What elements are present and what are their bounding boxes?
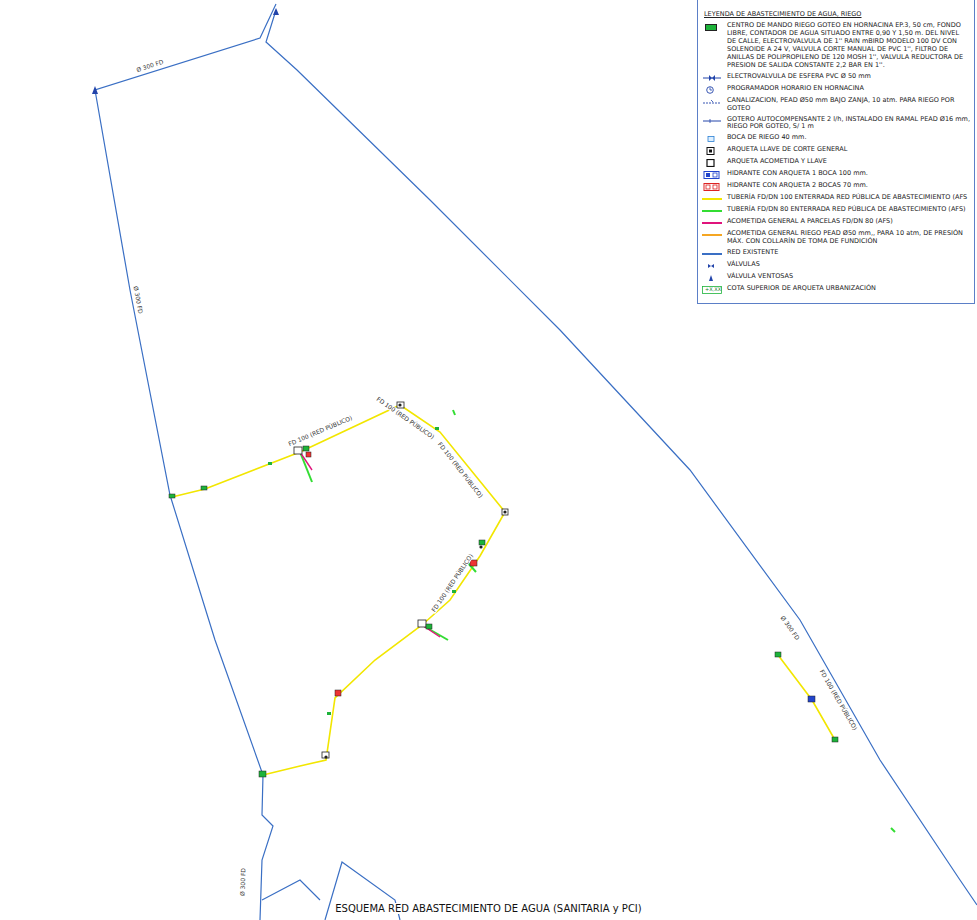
legend-panel: LEYENDA DE ABASTECIMIENTO DE AGUA, RIEGO… bbox=[697, 0, 975, 304]
existing-network-bottom bbox=[262, 880, 320, 900]
legend-sample bbox=[702, 147, 722, 155]
legend-sample bbox=[702, 98, 722, 106]
legend-text: ACOMETIDA GENERAL RIEGO PEAD Ø50 mm,, PA… bbox=[727, 230, 970, 246]
branch-pipes bbox=[300, 410, 895, 832]
legend-text: TUBERÍA FD/DN 100 ENTERRADA RED PÚBLICA … bbox=[727, 194, 970, 202]
legend-symbol bbox=[702, 183, 722, 191]
legend-symbol bbox=[702, 117, 722, 125]
legend-title: LEYENDA DE ABASTECIMIENTO DE AGUA, RIEGO bbox=[704, 10, 970, 18]
map-label: Ø 300 FD bbox=[239, 867, 246, 897]
legend-swatch bbox=[702, 222, 722, 224]
legend-symbol bbox=[702, 135, 722, 143]
legend-row: HIDRANTE CON ARQUETA 1 BOCA 100 mm. bbox=[702, 170, 970, 179]
legend-text: ACOMETIDA GENERAL A PARCELAS FD/DN 80 (A… bbox=[727, 218, 970, 226]
supply-pipe-fd100-right bbox=[778, 655, 835, 740]
legend-sample bbox=[702, 195, 722, 203]
existing-network-left bbox=[95, 4, 276, 920]
legend-sample bbox=[702, 231, 722, 239]
legend-sample bbox=[702, 274, 722, 282]
legend-row: ACOMETIDA GENERAL A PARCELAS FD/DN 80 (A… bbox=[702, 218, 970, 227]
legend-text: COTA SUPERIOR DE ARQUETA URBANIZACIÓN bbox=[727, 285, 970, 293]
legend-sample: +X,XX bbox=[702, 286, 722, 294]
legend-sample bbox=[702, 250, 722, 258]
legend-row: ARQUETA LLAVE DE CORTE GENERAL bbox=[702, 146, 970, 155]
legend-row: ELECTROVALVULA DE ESFERA PVC Ø 50 mm bbox=[702, 73, 970, 82]
legend-swatch bbox=[702, 234, 722, 236]
map-label: FD 100 (RED PÚBLICO) bbox=[436, 440, 484, 499]
legend-text: PROGRAMADOR HORARIO EN HORNACINA bbox=[727, 85, 970, 93]
legend-symbol bbox=[702, 74, 722, 82]
caption: ESQUEMA RED ABASTECIMIENTO DE AGUA (SANI… bbox=[0, 903, 977, 914]
legend-sample bbox=[702, 117, 722, 125]
map-label: FD 100 (RED PÚBLICO) bbox=[374, 395, 435, 440]
legend-text: ELECTROVALVULA DE ESFERA PVC Ø 50 mm bbox=[727, 73, 970, 81]
legend-row: CENTRO DE MANDO RIEGO GOTEO EN HORNACINA… bbox=[702, 22, 970, 70]
legend-text: CENTRO DE MANDO RIEGO GOTEO EN HORNACINA… bbox=[727, 22, 970, 70]
legend-text: TUBERÍA FD/DN 80 ENTERRADA RED PÚBLICA D… bbox=[727, 206, 970, 214]
legend-text: HIDRANTE CON ARQUETA 2 BOCAS 70 mm. bbox=[727, 182, 970, 190]
legend-row: VÁLVULAS bbox=[702, 261, 970, 270]
legend-text: GOTERO AUTOCOMPENSANTE 2 l/h, INSTALADO … bbox=[727, 116, 970, 132]
legend-row: HIDRANTE CON ARQUETA 2 BOCAS 70 mm. bbox=[702, 182, 970, 191]
legend-sample bbox=[702, 86, 722, 94]
legend-row: ACOMETIDA GENERAL RIEGO PEAD Ø50 mm,, PA… bbox=[702, 230, 970, 246]
legend-text: BOCA DE RIEGO 40 mm. bbox=[727, 134, 970, 142]
legend-symbol bbox=[702, 171, 722, 179]
legend-sample bbox=[702, 207, 722, 215]
legend-sample bbox=[702, 135, 722, 143]
legend-symbol bbox=[702, 159, 722, 167]
legend-symbol bbox=[702, 274, 722, 282]
legend-row: PROGRAMADOR HORARIO EN HORNACINA bbox=[702, 85, 970, 94]
legend-symbol bbox=[702, 98, 722, 106]
legend-text: CANALIZACION, PEAD Ø50 mm BAJO ZANJA, 10… bbox=[727, 97, 970, 113]
legend-row: CANALIZACION, PEAD Ø50 mm BAJO ZANJA, 10… bbox=[702, 97, 970, 113]
legend-sample bbox=[702, 171, 722, 179]
map-label: FD 100 (RED PÚBLICO) bbox=[430, 552, 474, 614]
legend-row: TUBERÍA FD/DN 100 ENTERRADA RED PÚBLICA … bbox=[702, 194, 970, 203]
legend-text: HIDRANTE CON ARQUETA 1 BOCA 100 mm. bbox=[727, 170, 970, 178]
legend-sample bbox=[702, 262, 722, 270]
service-connections bbox=[300, 452, 440, 637]
legend-row: TUBERÍA FD/DN 80 ENTERRADA RED PÚBLICA D… bbox=[702, 206, 970, 215]
legend-swatch bbox=[702, 253, 722, 255]
legend-sample bbox=[702, 23, 722, 31]
legend-symbol bbox=[702, 147, 722, 155]
map-label: Ø 300 FD bbox=[135, 59, 165, 74]
map-label: +X,XX bbox=[704, 287, 722, 292]
legend-text: RED EXISTENTE bbox=[727, 249, 970, 257]
legend-symbol bbox=[702, 262, 722, 270]
legend-sample bbox=[702, 74, 722, 82]
legend-row: BOCA DE RIEGO 40 mm. bbox=[702, 134, 970, 143]
legend-sample bbox=[702, 219, 722, 227]
map-label: Ø 300 FD bbox=[779, 614, 801, 642]
legend-text: VÁLVULAS bbox=[727, 261, 970, 269]
legend-symbol bbox=[702, 86, 722, 94]
legend-swatch bbox=[702, 210, 722, 212]
map-label: FD 100 (RED PÚBLICO) bbox=[818, 668, 859, 732]
legend-sample bbox=[702, 159, 722, 167]
legend-sample bbox=[702, 183, 722, 191]
legend-text: ARQUETA LLAVE DE CORTE GENERAL bbox=[727, 146, 970, 154]
legend-row: ARQUETA ACOMETIDA Y LLAVE bbox=[702, 158, 970, 167]
legend-row: VÁLVULA VENTOSAS bbox=[702, 273, 970, 282]
legend-row: GOTERO AUTOCOMPENSANTE 2 l/h, INSTALADO … bbox=[702, 116, 970, 132]
supply-pipe-fd100 bbox=[172, 405, 505, 775]
legend-row: RED EXISTENTE bbox=[702, 249, 970, 258]
legend-swatch bbox=[705, 24, 717, 31]
caption-text: ESQUEMA RED ABASTECIMIENTO DE AGUA (SANI… bbox=[333, 903, 643, 914]
legend-text: VÁLVULA VENTOSAS bbox=[727, 273, 970, 281]
legend-row: +X,XX COTA SUPERIOR DE ARQUETA URBANIZACI… bbox=[702, 285, 970, 294]
legend-swatch bbox=[702, 198, 722, 200]
legend-text: ARQUETA ACOMETIDA Y LLAVE bbox=[727, 158, 970, 166]
